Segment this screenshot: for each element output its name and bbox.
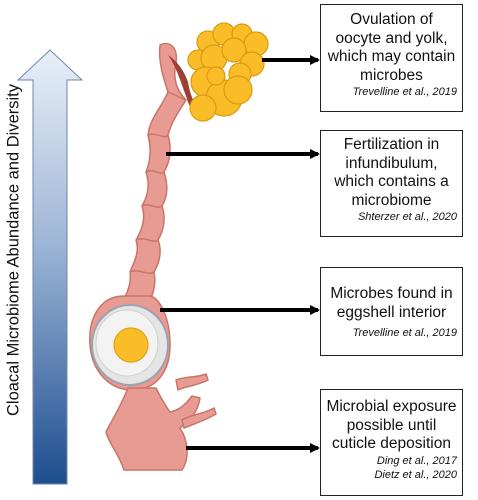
- yolk-cluster: [187, 22, 269, 122]
- callout-citation: Dietz et al., 2020: [374, 468, 457, 481]
- callout-text: Fertilization in infundibulum, which con…: [334, 136, 449, 209]
- callout-text: Ovulation of oocyte and yolk, which may …: [327, 11, 456, 84]
- callout-fertilization: Fertilization in infundibulum, which con…: [320, 130, 463, 237]
- callout-citation: Trevelline et al., 2019: [352, 327, 457, 339]
- egg: [91, 304, 169, 386]
- ovary-tissue: [168, 55, 204, 118]
- callout-text: Microbes found in eggshell interior: [330, 285, 453, 321]
- axis-label-text: Cloacal Microbiome Abundance and Diversi…: [4, 84, 23, 416]
- callout-citation: Shterzer et al., 2020: [357, 211, 457, 223]
- abundance-gradient-arrow: [16, 49, 84, 485]
- callout-text: Microbial exposure possible until cuticl…: [326, 398, 457, 452]
- callout-citation: Trevelline et al., 2019: [352, 86, 457, 98]
- callout-ovulation: Ovulation of oocyte and yolk, which may …: [320, 4, 463, 112]
- callout-citation: Ding et al., 2017: [376, 454, 457, 467]
- callout-cuticle: Microbial exposure possible until cuticl…: [320, 389, 463, 496]
- callout-eggshell: Microbes found in eggshell interior Trev…: [320, 267, 463, 356]
